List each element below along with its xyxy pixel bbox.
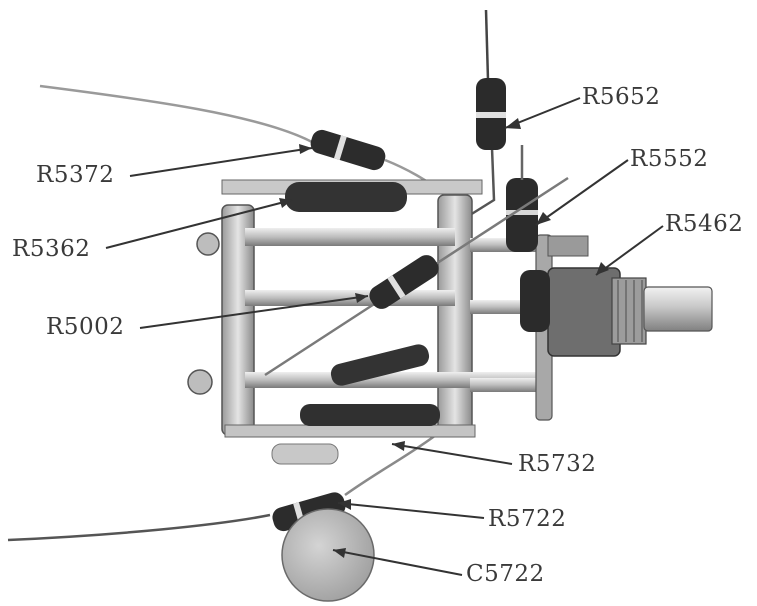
mounting-tab <box>547 235 589 257</box>
resistor-r5372-body <box>310 129 386 171</box>
resistor-body <box>330 344 430 386</box>
resistor-r5002-body <box>369 255 439 309</box>
capacitor-c5722-disc <box>281 508 375 602</box>
callout-label-r5732: R5732 <box>518 451 597 477</box>
color-band <box>506 210 538 215</box>
callout-label-c5722: C5722 <box>466 561 545 587</box>
lead-wire <box>469 147 496 217</box>
leader-lines <box>105 97 664 576</box>
tie-rod <box>245 228 455 246</box>
bushing-threads <box>617 280 643 342</box>
lead-wire <box>484 9 490 81</box>
resistor-body <box>520 270 550 332</box>
lead-wire <box>344 431 441 497</box>
callout-label-r5002: R5002 <box>46 314 125 340</box>
lead-wire <box>7 513 271 542</box>
callout-label-r5362: R5362 <box>12 236 91 262</box>
lead-wire <box>39 84 313 144</box>
callout-label-r5652: R5652 <box>582 84 661 110</box>
hex-nut <box>187 369 213 395</box>
callout-label-r5462: R5462 <box>665 211 744 237</box>
resistor-r5732-body <box>300 404 440 426</box>
control-shaft <box>643 286 713 332</box>
callout-label-r5722: R5722 <box>488 506 567 532</box>
bottom-frame-bar <box>224 424 476 438</box>
leader-arrowheads <box>279 118 609 558</box>
callout-label-r5372: R5372 <box>36 162 115 188</box>
color-band <box>476 112 506 118</box>
resistor-body <box>271 443 339 465</box>
callout-label-r5552: R5552 <box>630 146 709 172</box>
resistor-r5362-body <box>285 182 407 212</box>
tie-rod <box>470 300 530 314</box>
tie-rod <box>470 378 550 392</box>
hex-nut <box>547 267 621 357</box>
threaded-bushing <box>611 277 647 345</box>
hex-nut <box>196 232 220 256</box>
